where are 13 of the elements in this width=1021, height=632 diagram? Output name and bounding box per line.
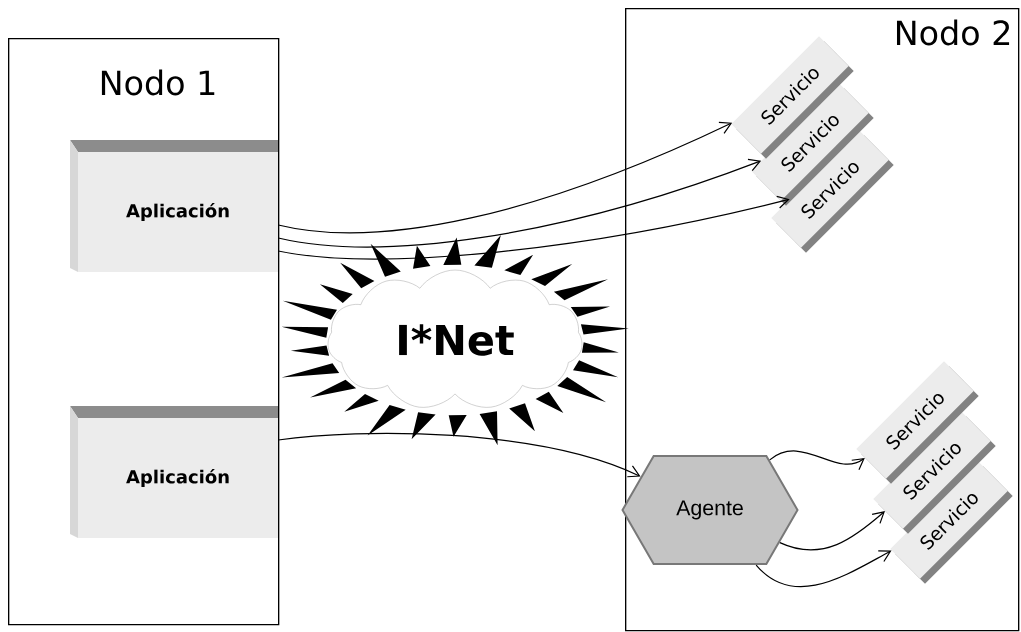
application-box: Aplicación — [70, 406, 278, 538]
arrow — [755, 550, 892, 588]
cloud: I*Net — [327, 269, 583, 408]
arrow — [277, 121, 733, 234]
arrow — [277, 432, 641, 478]
arrow — [277, 195, 790, 260]
application-box: Aplicación — [70, 140, 278, 272]
arrow — [769, 450, 865, 471]
panel-title: Nodo 1 — [101, 69, 215, 96]
panel-title: Nodo 2 — [897, 19, 1010, 46]
arrow — [779, 511, 885, 551]
arrow — [277, 158, 762, 248]
agent-hexagon: Agente — [621, 455, 799, 565]
